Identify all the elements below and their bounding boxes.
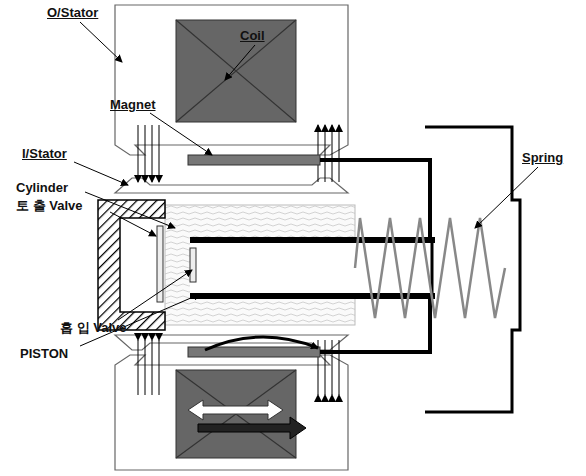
bracket bbox=[425, 127, 520, 412]
inner-stator bbox=[115, 178, 348, 193]
part-label: Cylinder bbox=[16, 180, 68, 195]
motion-arrow bbox=[198, 417, 306, 439]
part-label: 흡 입 Valve bbox=[60, 320, 126, 335]
spring bbox=[355, 218, 505, 318]
motion-arrow bbox=[188, 400, 283, 420]
motion-arrow bbox=[205, 337, 318, 350]
outer-stator bbox=[115, 355, 348, 470]
part-label: Coil bbox=[240, 28, 265, 43]
part-label: I/Stator bbox=[22, 146, 67, 161]
magnet bbox=[188, 155, 320, 165]
part-label: Spring bbox=[522, 150, 563, 165]
part-label: O/Stator bbox=[47, 5, 98, 20]
outer-stator bbox=[115, 5, 348, 155]
leader-lines bbox=[74, 22, 538, 346]
part-label: PISTON bbox=[20, 346, 68, 361]
part-label: Magnet bbox=[110, 97, 156, 112]
part-label: 토 출 Valve bbox=[16, 198, 82, 213]
coil-bottom bbox=[176, 370, 296, 458]
coil-top bbox=[176, 20, 296, 122]
suction-valve bbox=[190, 248, 196, 282]
